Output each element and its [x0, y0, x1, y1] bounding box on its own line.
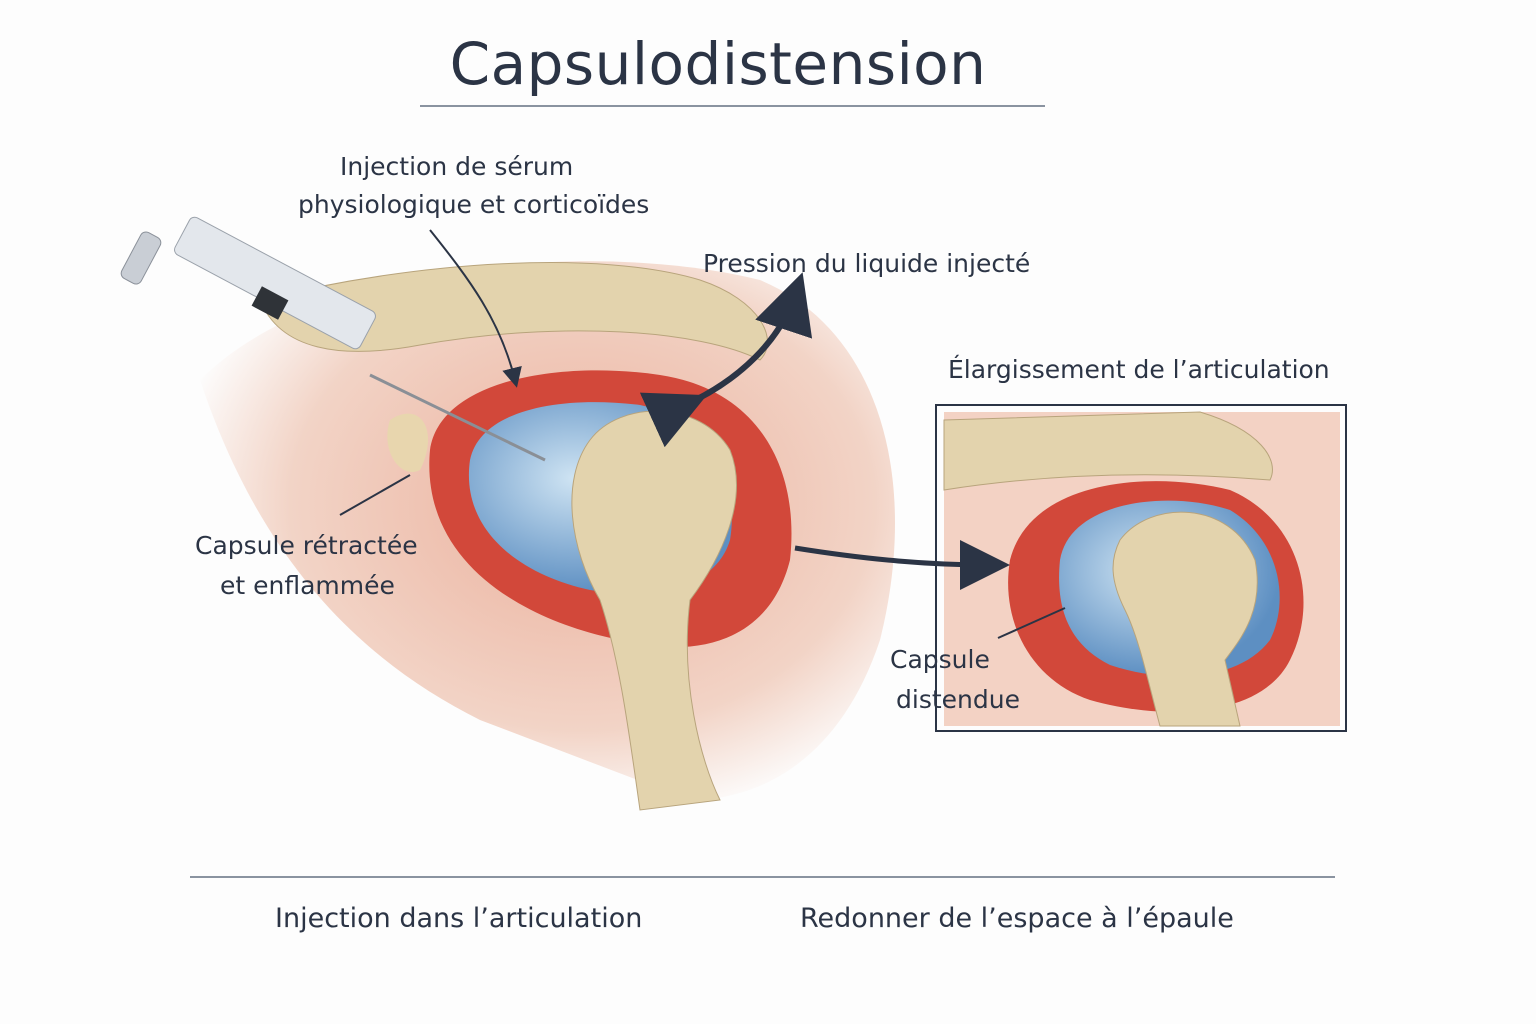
- to-inset-arrow: [794, 539, 1010, 590]
- retracted-capsule-label-line1: Capsule rétractée: [195, 531, 418, 560]
- injection-pointer-arrow: [429, 229, 522, 388]
- inset-frame: [935, 404, 1347, 732]
- retracted-capsule-label-line2: et enflammée: [220, 571, 395, 600]
- pressure-label: Pression du liquide injecté: [703, 249, 1031, 278]
- distended-capsule-pointer: [997, 607, 1066, 639]
- inset-illustration: [935, 404, 1347, 732]
- caption-right: Redonner de l’espace à l’épaule: [800, 903, 1234, 934]
- enlargement-label: Élargissement de l’articulation: [948, 355, 1330, 384]
- retracted-capsule-pointer: [339, 474, 411, 516]
- injection-label-line1: Injection de sérum: [340, 152, 574, 181]
- syringe-icon: [120, 216, 546, 462]
- page-title: Capsulodistension: [449, 30, 987, 98]
- distended-capsule-label-line1: Capsule: [890, 645, 990, 674]
- distended-capsule-label-line2: distendue: [896, 685, 1020, 714]
- caption-left: Injection dans l’articulation: [275, 903, 643, 934]
- pressure-double-arrow: [639, 272, 813, 448]
- injection-label-line2: physiologique et corticoïdes: [298, 190, 650, 219]
